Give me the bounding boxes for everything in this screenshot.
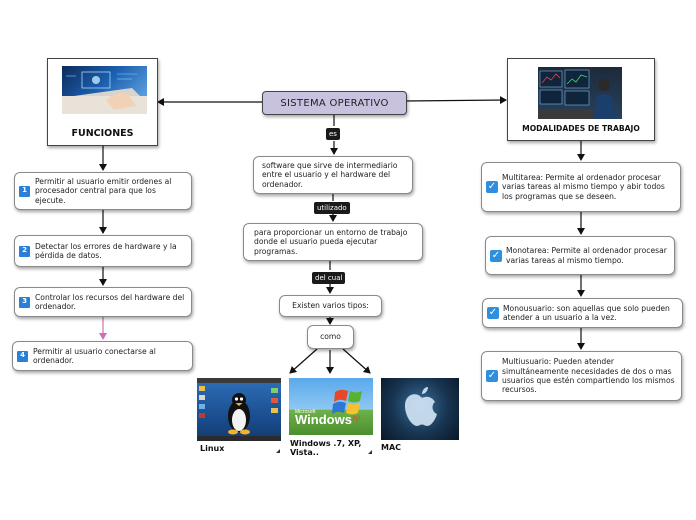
- windows-caption: Windows .7, XP, Vista..: [290, 439, 362, 457]
- funciones-image: [62, 66, 147, 114]
- funcion-item-text: Permitir al usuario conectarse al ordena…: [33, 346, 156, 365]
- modalidades-image: [538, 67, 622, 119]
- link-label-es: es: [326, 128, 340, 140]
- funcion-item-4[interactable]: 4 Permitir al usuario conectarse al orde…: [12, 341, 193, 371]
- modalidad-item-text: Monousuario: son aquellas que solo puede…: [503, 303, 670, 322]
- types-node[interactable]: Existen varios tipos:: [279, 295, 382, 317]
- definition-text: software que sirve de intermediario entr…: [262, 161, 398, 189]
- como-node[interactable]: como: [307, 325, 354, 349]
- root-node-sistema-operativo[interactable]: SISTEMA OPERATIVO: [262, 91, 407, 115]
- link-label-utilizado: utilizado: [314, 202, 350, 214]
- checkbox-icon: ✓: [486, 370, 498, 382]
- number-badge: 4: [17, 350, 28, 362]
- number-badge: 2: [19, 245, 30, 257]
- como-text: como: [320, 332, 341, 342]
- windows-logo-text: Windows: [295, 412, 352, 427]
- funciones-title: FUNCIONES: [71, 128, 134, 139]
- funcion-item-2[interactable]: 2 Detectar los errores de hardware y la …: [14, 235, 192, 267]
- modalidad-item-text: Multiusuario: Pueden atender simultáneam…: [502, 357, 675, 395]
- mac-caption: MAC: [381, 443, 402, 452]
- purpose-text: para proporcionar un entorno de trabajo …: [254, 228, 408, 256]
- linux-image[interactable]: [197, 378, 281, 441]
- checkbox-icon: ✓: [486, 181, 498, 193]
- checkbox-icon: ✓: [487, 307, 499, 319]
- windows-image[interactable]: Microsoft Windows xp: [289, 378, 373, 435]
- funcion-item-text: Detectar los errores de hardware y la pé…: [35, 241, 177, 260]
- funciones-topic[interactable]: FUNCIONES: [47, 58, 158, 146]
- modalidad-item-monousuario[interactable]: ✓ Monousuario: son aquellas que solo pue…: [482, 298, 683, 328]
- linux-caption: Linux: [200, 444, 225, 453]
- modalidades-title: MODALIDADES DE TRABAJO: [522, 124, 640, 133]
- number-badge: 3: [19, 296, 30, 308]
- mac-image[interactable]: [381, 378, 459, 440]
- modalidades-topic[interactable]: MODALIDADES DE TRABAJO: [507, 58, 655, 141]
- purpose-node[interactable]: para proporcionar un entorno de trabajo …: [243, 223, 423, 261]
- link-label-del-cual: del cual: [312, 272, 346, 284]
- modalidad-item-monotarea[interactable]: ✓ Monotarea: Permite al ordenador proces…: [485, 236, 675, 275]
- modalidad-item-text: Multitarea: Permite al ordenador procesa…: [502, 172, 665, 201]
- modalidad-item-multitarea[interactable]: ✓ Multitarea: Permite al ordenador proce…: [481, 162, 681, 212]
- modalidad-item-multiusuario[interactable]: ✓ Multiusuario: Pueden atender simultáne…: [481, 351, 682, 401]
- funcion-item-text: Controlar los recursos del hardware del …: [35, 292, 185, 311]
- checkbox-icon: ✓: [490, 249, 502, 262]
- number-badge: 1: [19, 185, 30, 197]
- types-text: Existen varios tipos:: [292, 301, 369, 311]
- windows-logo-xp-text: xp: [351, 413, 361, 422]
- funcion-item-text: Permitir al usuario emitir ordenes al pr…: [35, 176, 172, 205]
- corner-marker-icon: [368, 450, 372, 454]
- root-label: SISTEMA OPERATIVO: [280, 97, 389, 109]
- funcion-item-1[interactable]: 1 Permitir al usuario emitir ordenes al …: [14, 172, 192, 210]
- windows-logo-small-text: Microsoft: [295, 409, 316, 415]
- corner-marker-icon: [276, 449, 280, 453]
- funcion-item-3[interactable]: 3 Controlar los recursos del hardware de…: [14, 287, 192, 317]
- definition-node[interactable]: software que sirve de intermediario entr…: [253, 156, 413, 194]
- modalidad-item-text: Monotarea: Permite al ordenador procesar…: [506, 246, 667, 265]
